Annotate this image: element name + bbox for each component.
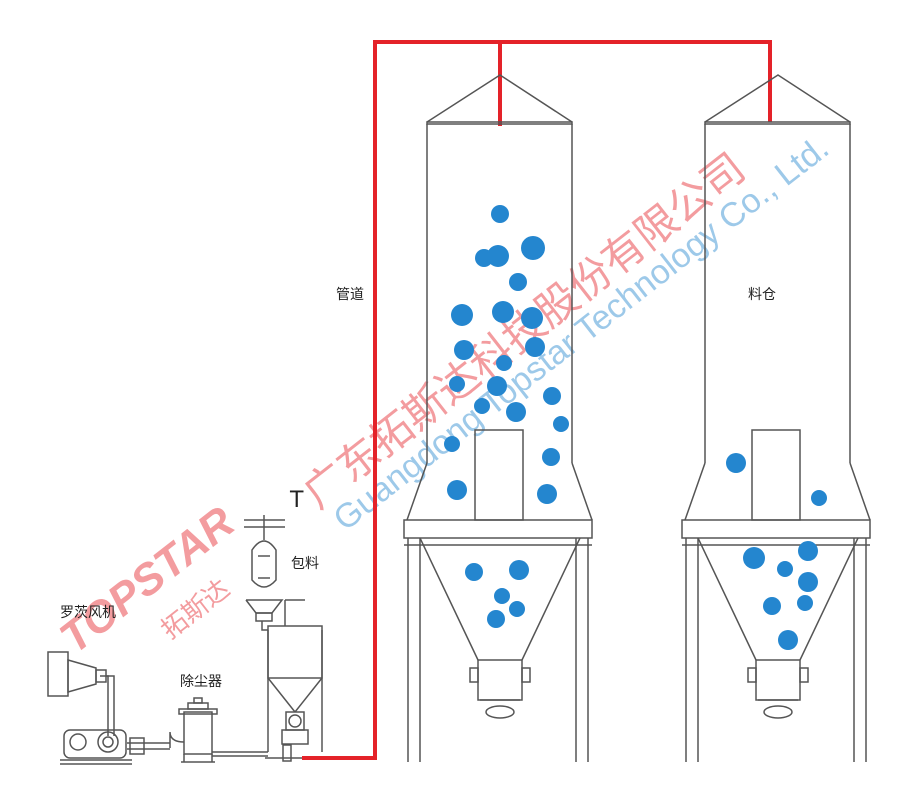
- particle: [542, 448, 560, 466]
- particle: [465, 563, 483, 581]
- particle: [474, 398, 490, 414]
- particle: [492, 301, 514, 323]
- particle: [521, 236, 545, 260]
- particle: [798, 572, 818, 592]
- particle: [509, 601, 525, 617]
- particle: [778, 630, 798, 650]
- label-roots-blower: 罗茨风机: [60, 605, 116, 621]
- material-particles: [444, 205, 827, 650]
- particle: [537, 484, 557, 504]
- watermark-company-cn: 广东拓斯达科技股份有限公司: [294, 143, 754, 518]
- particle: [521, 307, 543, 329]
- particle: [553, 416, 569, 432]
- particle: [543, 387, 561, 405]
- label-bag-station: 包料: [291, 556, 319, 572]
- watermark: TOPSTAR 拓斯达 广东拓斯达科技股份有限公司 Guangdong Tops…: [51, 129, 836, 663]
- particle: [777, 561, 793, 577]
- particle: [451, 304, 473, 326]
- particle: [447, 480, 467, 500]
- particle: [506, 402, 526, 422]
- particle: [491, 205, 509, 223]
- roots-blower: [47, 651, 132, 765]
- silo-1: [403, 74, 593, 762]
- silo-2: [681, 74, 871, 762]
- particle: [444, 436, 460, 452]
- particle: [496, 355, 512, 371]
- bag-station: [244, 515, 323, 762]
- particle: [811, 490, 827, 506]
- particle: [509, 273, 527, 291]
- duct-lines: [127, 737, 302, 759]
- particle: [797, 595, 813, 611]
- particle: [525, 337, 545, 357]
- particle: [487, 610, 505, 628]
- label-silo: 料仓: [748, 287, 776, 303]
- label-hoist-mark: T: [290, 488, 304, 513]
- particle: [798, 541, 818, 561]
- particle: [454, 340, 474, 360]
- watermark-company-en: Guangdong Topstar Technology Co., Ltd.: [327, 129, 836, 539]
- particle: [763, 597, 781, 615]
- particle: [494, 588, 510, 604]
- label-dust-collector: 除尘器: [180, 674, 222, 690]
- particle: [487, 245, 509, 267]
- conveying-pipeline: [302, 40, 772, 760]
- label-pipeline: 管道: [336, 287, 364, 303]
- dust-collector: [169, 697, 218, 763]
- particle: [509, 560, 529, 580]
- particle: [449, 376, 465, 392]
- particle: [743, 547, 765, 569]
- particle: [487, 376, 507, 396]
- particle: [726, 453, 746, 473]
